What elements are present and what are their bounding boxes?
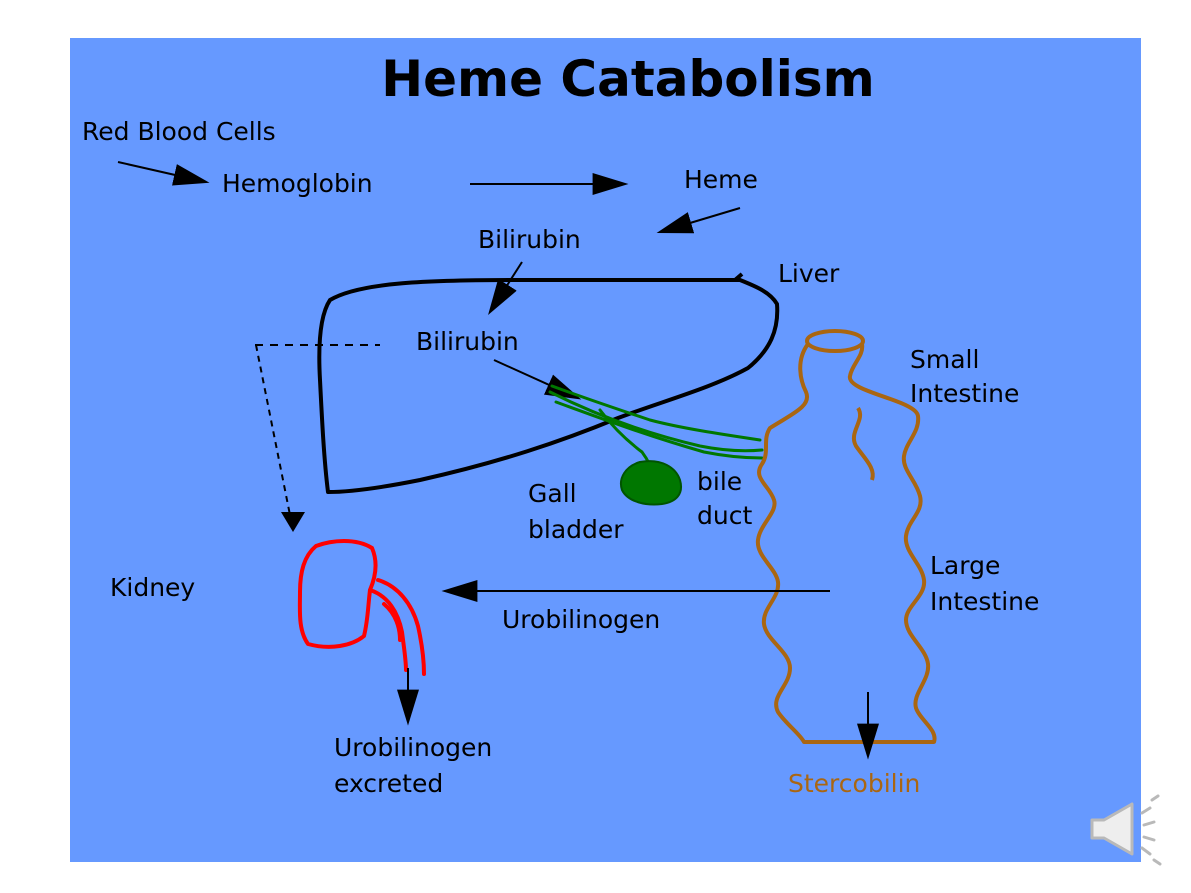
label-urobilinogen-excreted-line1: Urobilinogen [334,733,492,762]
kidney-outline [297,539,426,676]
label-urobilinogen-excreted-line2: excreted [334,769,443,798]
label-red-blood-cells: Red Blood Cells [82,117,276,146]
gall-bladder [620,460,682,506]
dashed-arrow-head [281,512,305,532]
arrow-rbc-to-hemoglobin [117,161,210,186]
arrow-bilirubin-into-liver [488,261,523,316]
speaker-icon[interactable] [1090,794,1162,866]
label-bile-duct-line2: duct [697,501,752,530]
label-heme: Heme [684,165,758,194]
label-liver: Liver [778,259,840,288]
arrow-heme-to-bilirubin [656,207,741,234]
label-kidney: Kidney [110,573,195,602]
label-hemoglobin: Hemoglobin [222,169,373,198]
dashed-line-vertical [255,344,293,526]
label-small-intestine-line2: Intestine [910,379,1019,408]
liver-tip [733,272,744,282]
label-bilirubin-liver: Bilirubin [416,327,519,356]
label-gall-bladder-line1: Gall [528,479,577,508]
label-stercobilin: Stercobilin [788,769,920,798]
label-large-intestine-line2: Intestine [930,587,1039,616]
intestine-outline [755,329,937,744]
label-small-intestine-line1: Small [910,345,979,374]
diagram-background [70,38,1141,862]
label-bilirubin-top: Bilirubin [478,225,581,254]
label-bile-duct-line1: bile [697,467,742,496]
diagram-title: Heme Catabolism [381,50,875,108]
liver-outline [317,278,780,494]
label-urobilinogen: Urobilinogen [502,605,660,634]
label-gall-bladder-line2: bladder [528,515,624,544]
label-large-intestine-line1: Large [930,551,1000,580]
